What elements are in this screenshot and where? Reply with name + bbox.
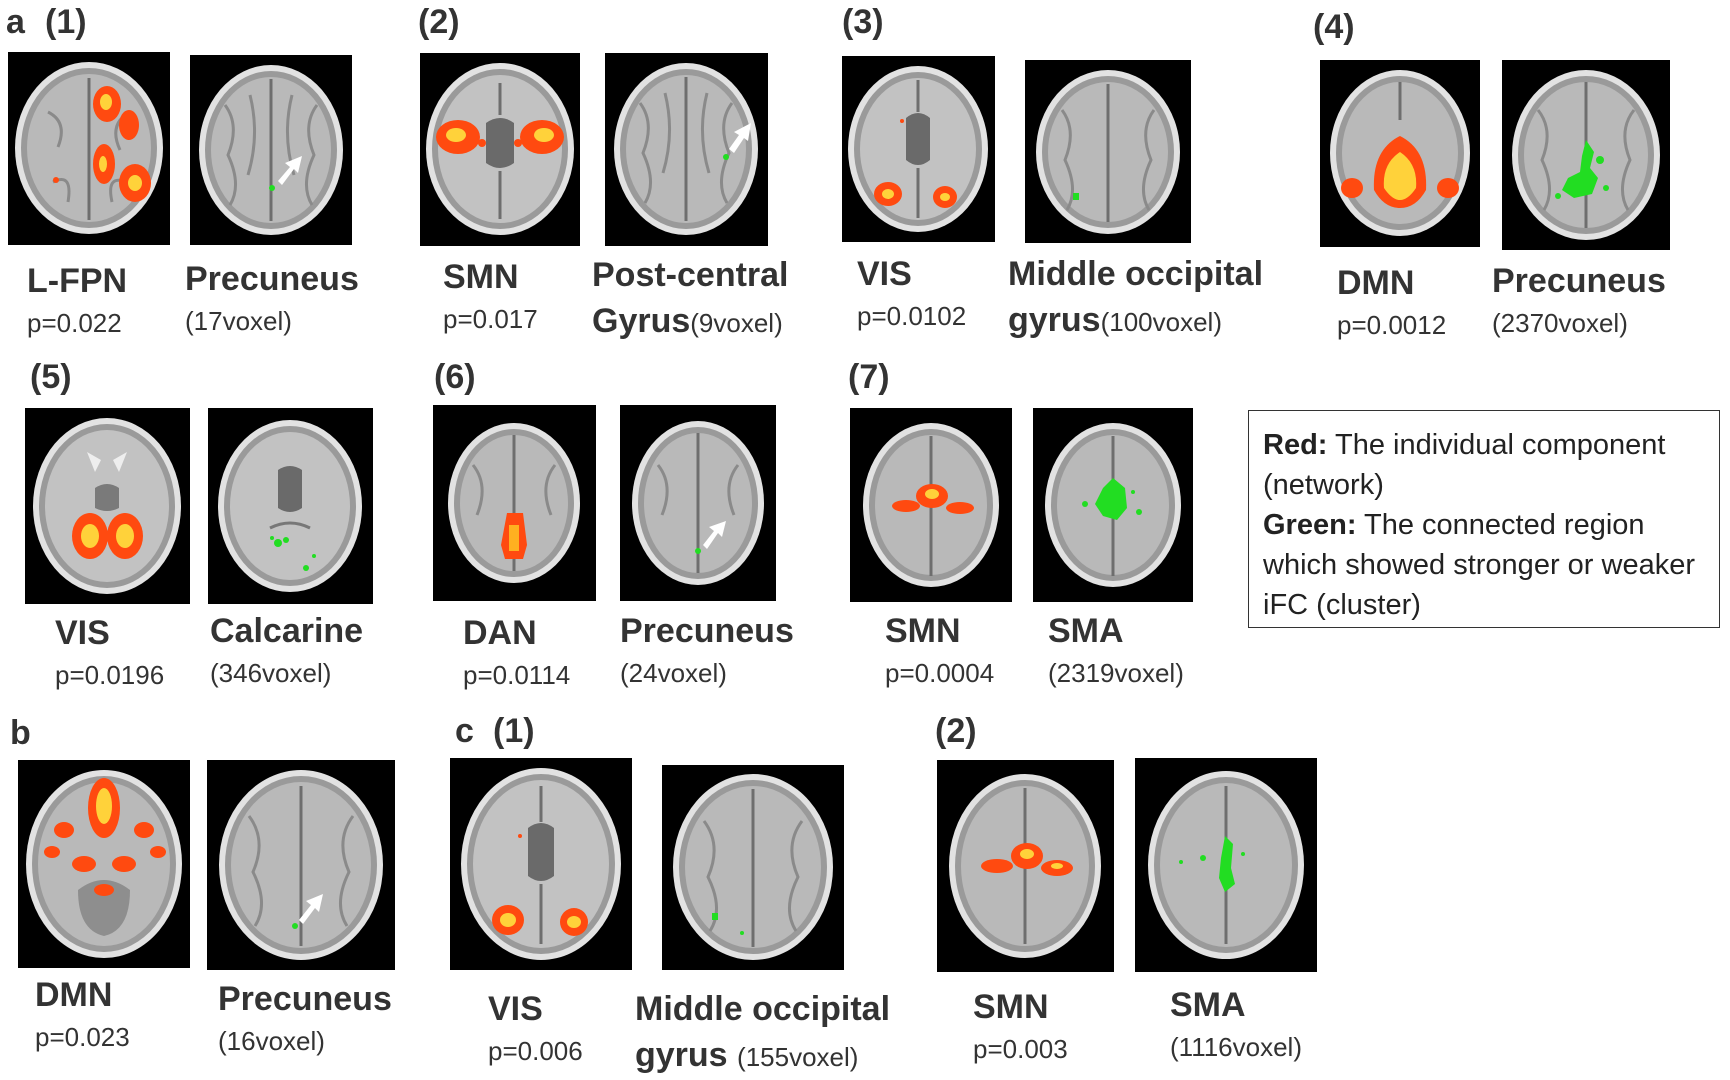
voxel-count-a4: (2370voxel) bbox=[1492, 308, 1628, 338]
brain-slice-b-network bbox=[18, 760, 190, 968]
region-label-a5: Calcarine bbox=[210, 612, 364, 650]
region-label-a2-line1: Post-central bbox=[592, 256, 789, 294]
voxel-count-c2: (1116voxel) bbox=[1170, 1032, 1302, 1062]
region-label-a3-line1: Middle occipital bbox=[1008, 255, 1264, 293]
p-value-a5: p=0.0196 bbox=[55, 660, 165, 690]
p-value-a2: p=0.017 bbox=[443, 304, 538, 334]
brain-slice-c1-network bbox=[450, 758, 632, 970]
arrow-icon bbox=[729, 123, 751, 153]
brain-slice-a3-network bbox=[842, 56, 995, 242]
region-label-a1: Precuneus bbox=[185, 260, 359, 298]
brain-slice-a3-cluster bbox=[1025, 60, 1191, 243]
brain-slice-b-cluster bbox=[207, 760, 395, 970]
region-label-a3-line2: gyrus(100voxel) bbox=[1008, 301, 1222, 339]
region-label-a6: Precuneus bbox=[620, 612, 794, 650]
panel-number-c1: (1) bbox=[493, 712, 535, 750]
p-value-a1: p=0.022 bbox=[27, 308, 122, 338]
brain-slice-a4-network bbox=[1320, 60, 1480, 247]
panel-number-a2: (2) bbox=[418, 3, 460, 41]
network-label-a4: DMN bbox=[1337, 264, 1415, 302]
region-label-c1-line1: Middle occipital bbox=[635, 990, 891, 1028]
p-value-c1: p=0.006 bbox=[488, 1036, 583, 1066]
panel-number-c2: (2) bbox=[935, 712, 977, 750]
panel-letter-a: a bbox=[6, 3, 25, 41]
network-label-a3: VIS bbox=[857, 255, 912, 293]
p-value-a6: p=0.0114 bbox=[463, 660, 571, 690]
region-label-a7: SMA bbox=[1048, 612, 1124, 650]
region-label-c1-line2: gyrus (155voxel) bbox=[635, 1036, 859, 1074]
panel-number-a4: (4) bbox=[1313, 8, 1355, 46]
network-label-a6: DAN bbox=[463, 614, 537, 652]
voxel-count-a5: (346voxel) bbox=[210, 658, 332, 688]
brain-slice-c2-network bbox=[937, 760, 1114, 972]
p-value-a7: p=0.0004 bbox=[885, 658, 995, 688]
p-value-c2: p=0.003 bbox=[973, 1034, 1068, 1064]
voxel-count-a1: (17voxel) bbox=[185, 306, 292, 336]
panel-number-a1: (1) bbox=[45, 3, 87, 41]
region-label-a2-line2: Gyrus(9voxel) bbox=[592, 302, 783, 340]
voxel-count-a2: (9voxel) bbox=[690, 308, 783, 338]
brain-slice-a5-cluster bbox=[208, 408, 373, 604]
brain-slice-a5-network bbox=[25, 408, 190, 604]
brain-slice-a6-network bbox=[433, 405, 596, 601]
voxel-count-a7: (2319voxel) bbox=[1048, 658, 1184, 688]
brain-slice-a1-cluster bbox=[190, 55, 352, 245]
brain-slice-c1-cluster bbox=[662, 765, 844, 970]
voxel-count-c1: (155voxel) bbox=[737, 1042, 859, 1072]
p-value-a4: p=0.0012 bbox=[1337, 310, 1447, 340]
color-legend: Red: The individual component (network) … bbox=[1248, 410, 1720, 628]
region-label-b: Precuneus bbox=[218, 980, 392, 1018]
brain-slice-a1-network bbox=[8, 52, 170, 245]
arrow-icon bbox=[299, 894, 323, 924]
brain-slice-a7-cluster bbox=[1033, 408, 1193, 602]
voxel-count-a6: (24voxel) bbox=[620, 658, 727, 688]
panel-number-a5: (5) bbox=[30, 358, 72, 396]
network-label-c2: SMN bbox=[973, 988, 1049, 1026]
brain-slice-a6-cluster bbox=[620, 405, 776, 601]
panel-letter-b: b bbox=[10, 714, 31, 752]
panel-number-a7: (7) bbox=[848, 358, 890, 396]
p-value-b: p=0.023 bbox=[35, 1022, 130, 1052]
network-label-a1: L-FPN bbox=[27, 262, 128, 300]
voxel-count-a3: (100voxel) bbox=[1100, 307, 1222, 337]
arrow-icon bbox=[703, 521, 726, 549]
region-label-c2: SMA bbox=[1170, 986, 1246, 1024]
brain-slice-a2-network bbox=[420, 53, 580, 246]
panel-letter-c: c bbox=[455, 712, 474, 750]
brain-slice-c2-cluster bbox=[1135, 758, 1317, 972]
panel-number-a6: (6) bbox=[434, 358, 476, 396]
p-value-a3: p=0.0102 bbox=[857, 301, 967, 331]
network-label-c1: VIS bbox=[488, 990, 543, 1028]
network-label-a7: SMN bbox=[885, 612, 961, 650]
network-label-b: DMN bbox=[35, 976, 113, 1014]
legend-green-key: Green: bbox=[1263, 509, 1357, 541]
legend-green-text: The connected region which showed strong… bbox=[1263, 509, 1695, 621]
voxel-count-b: (16voxel) bbox=[218, 1026, 325, 1056]
network-label-a5: VIS bbox=[55, 614, 110, 652]
brain-slice-a2-cluster bbox=[605, 53, 768, 246]
legend-red-key: Red: bbox=[1263, 429, 1328, 461]
network-label-a2: SMN bbox=[443, 258, 519, 296]
legend-red-text: The individual component (network) bbox=[1263, 429, 1666, 501]
panel-number-a3: (3) bbox=[842, 3, 884, 41]
brain-slice-a4-cluster bbox=[1502, 60, 1670, 250]
brain-slice-a7-network bbox=[850, 408, 1012, 602]
region-label-a4: Precuneus bbox=[1492, 262, 1666, 300]
arrow-icon bbox=[278, 156, 302, 185]
